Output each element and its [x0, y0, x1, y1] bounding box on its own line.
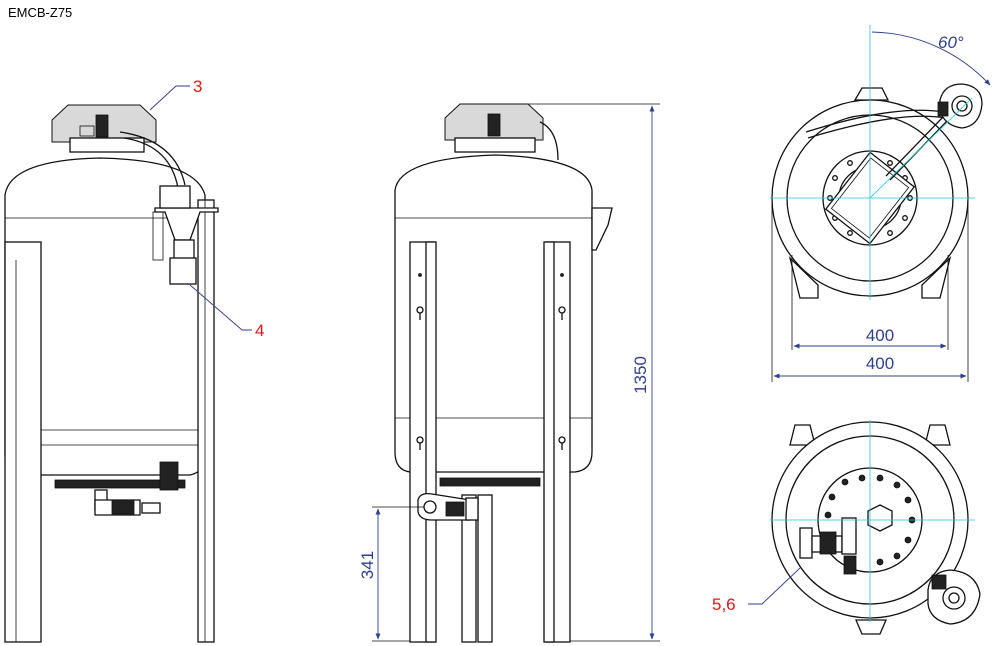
- callout-3: 3: [149, 77, 202, 111]
- front-view-middle: [394, 103, 613, 643]
- dim-label-1350: 1350: [631, 356, 650, 394]
- dim-label-341: 341: [358, 551, 377, 579]
- drawing-title: EMCB-Z75: [8, 5, 73, 20]
- hopper-top: [939, 83, 983, 129]
- dimension-1350: 1350: [528, 103, 660, 642]
- angle-label: 60°: [938, 33, 964, 52]
- top-view: 60° 400 400: [770, 25, 991, 382]
- callout-label-3: 3: [193, 77, 202, 96]
- dim-label-400-inner: 400: [866, 326, 894, 345]
- callout-label-4: 4: [255, 321, 264, 340]
- dim-label-400-outer: 400: [866, 354, 894, 373]
- leg-right: [197, 199, 215, 643]
- bottom-view: [770, 420, 981, 635]
- side-view-left: [4, 104, 219, 643]
- bottom-bolts: [824, 474, 916, 566]
- dimension-341: 341: [358, 506, 424, 642]
- callout-4: 4: [189, 284, 264, 340]
- callout-label-5-6: 5,6: [712, 595, 736, 614]
- tank-body-front: [394, 154, 593, 473]
- callout-5-6: 5,6: [712, 567, 801, 614]
- leg-left: [4, 241, 42, 643]
